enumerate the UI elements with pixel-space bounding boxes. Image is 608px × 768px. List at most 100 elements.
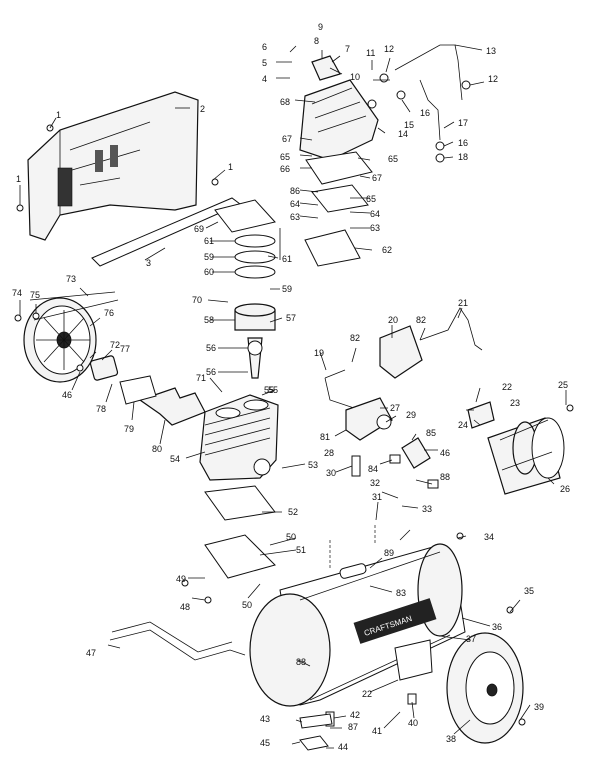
part-label: 88 <box>296 657 306 667</box>
crankshaft <box>138 387 206 426</box>
part-label: 26 <box>560 484 570 494</box>
leader-lines <box>19 44 567 749</box>
part-label: 11 <box>366 48 375 58</box>
part-label: 22 <box>362 689 372 699</box>
part-label: 28 <box>324 448 334 458</box>
part-label: 73 <box>66 274 76 284</box>
part-label: 87 <box>348 722 358 732</box>
motor-pulley <box>467 401 495 429</box>
part-label: 69 <box>194 224 204 234</box>
part-label: 43 <box>260 714 270 724</box>
part-label: 33 <box>422 504 432 514</box>
part-label: 51 <box>296 545 306 555</box>
part-label: 77 <box>120 344 130 354</box>
unloader-tube <box>324 369 361 411</box>
part-label: 75 <box>30 290 40 300</box>
part-label: 78 <box>96 404 106 414</box>
head-assembly <box>299 55 379 267</box>
part-label: 67 <box>372 173 382 183</box>
part-label: 65 <box>366 194 376 204</box>
part-label: 56 <box>206 367 216 377</box>
part-label: 66 <box>280 164 290 174</box>
part-label: 4 <box>262 74 267 84</box>
part-label: 50 <box>286 532 296 542</box>
part-label: 71 <box>196 373 206 383</box>
part-label: 70 <box>192 295 202 305</box>
part-label: 68 <box>280 97 290 107</box>
part-label: 44 <box>338 742 348 752</box>
part-label: 17 <box>458 118 468 128</box>
part-label: 64 <box>290 199 300 209</box>
part-label: 61 <box>204 236 214 246</box>
part-label: 81 <box>320 432 330 442</box>
part-label: 50 <box>242 600 252 610</box>
part-label: 23 <box>510 398 520 408</box>
part-label: 55 <box>264 385 274 395</box>
part-label: 88 <box>440 472 450 482</box>
piston-ring <box>234 234 276 248</box>
part-label: 10 <box>350 72 360 82</box>
part-label: 41 <box>372 726 382 736</box>
power-cord <box>419 307 483 351</box>
part-label: 13 <box>486 46 496 56</box>
part-label: 61 <box>282 254 292 264</box>
part-label: 84 <box>368 464 378 474</box>
saddle <box>204 534 276 579</box>
part-label: 3 <box>146 258 151 268</box>
base-gasket <box>204 485 276 521</box>
part-label: 79 <box>124 424 134 434</box>
part-label: 76 <box>104 308 114 318</box>
part-label: 14 <box>398 129 408 139</box>
part-label: 16 <box>420 108 430 118</box>
part-label: 22 <box>502 382 512 392</box>
part-label: 5 <box>262 58 267 68</box>
part-label: 42 <box>350 710 360 720</box>
belt <box>29 291 119 321</box>
part-label: 46 <box>62 390 72 400</box>
part-label: 12 <box>384 44 394 54</box>
part-label: 1 <box>16 174 21 184</box>
part-label: 63 <box>370 223 380 233</box>
part-label: 39 <box>534 702 544 712</box>
part-label: 48 <box>180 602 190 612</box>
part-label: 25 <box>558 380 568 390</box>
part-label: 57 <box>286 313 296 323</box>
part-label: 46 <box>440 448 450 458</box>
part-label: 27 <box>390 403 400 413</box>
part-label: 37 <box>466 634 476 644</box>
part-label: 56 <box>206 343 216 353</box>
part-label: 34 <box>484 532 494 542</box>
part-label: 89 <box>384 548 394 558</box>
part-label: 74 <box>12 288 22 298</box>
part-label: 67 <box>282 134 292 144</box>
part-label: 6 <box>262 42 267 52</box>
part-label: 18 <box>458 152 468 162</box>
part-label: 16 <box>458 138 468 148</box>
part-number-labels: 1 2 1 1 3 9 8 7 6 5 4 10 11 12 13 12 68 … <box>12 22 570 752</box>
part-label: 58 <box>204 315 214 325</box>
part-label: 82 <box>416 315 426 325</box>
part-label: 65 <box>280 152 290 162</box>
part-label: 86 <box>290 186 300 196</box>
part-label: 24 <box>458 420 468 430</box>
part-label: 2 <box>200 104 205 114</box>
part-label: 53 <box>308 460 318 470</box>
manifold <box>345 397 393 441</box>
handle <box>109 621 246 661</box>
part-label: 82 <box>350 333 360 343</box>
part-label: 29 <box>406 410 416 420</box>
part-label: 21 <box>458 298 468 308</box>
part-label: 63 <box>290 212 300 222</box>
wheel <box>446 632 524 744</box>
part-label: 30 <box>326 468 336 478</box>
part-label: 32 <box>370 478 380 488</box>
part-label: 49 <box>176 574 186 584</box>
motor <box>487 417 565 495</box>
part-label: 72 <box>110 340 120 350</box>
part-label: 35 <box>524 586 534 596</box>
part-label: 60 <box>204 267 214 277</box>
part-label: 36 <box>492 622 502 632</box>
part-label: 80 <box>152 444 162 454</box>
part-label: 65 <box>388 154 398 164</box>
